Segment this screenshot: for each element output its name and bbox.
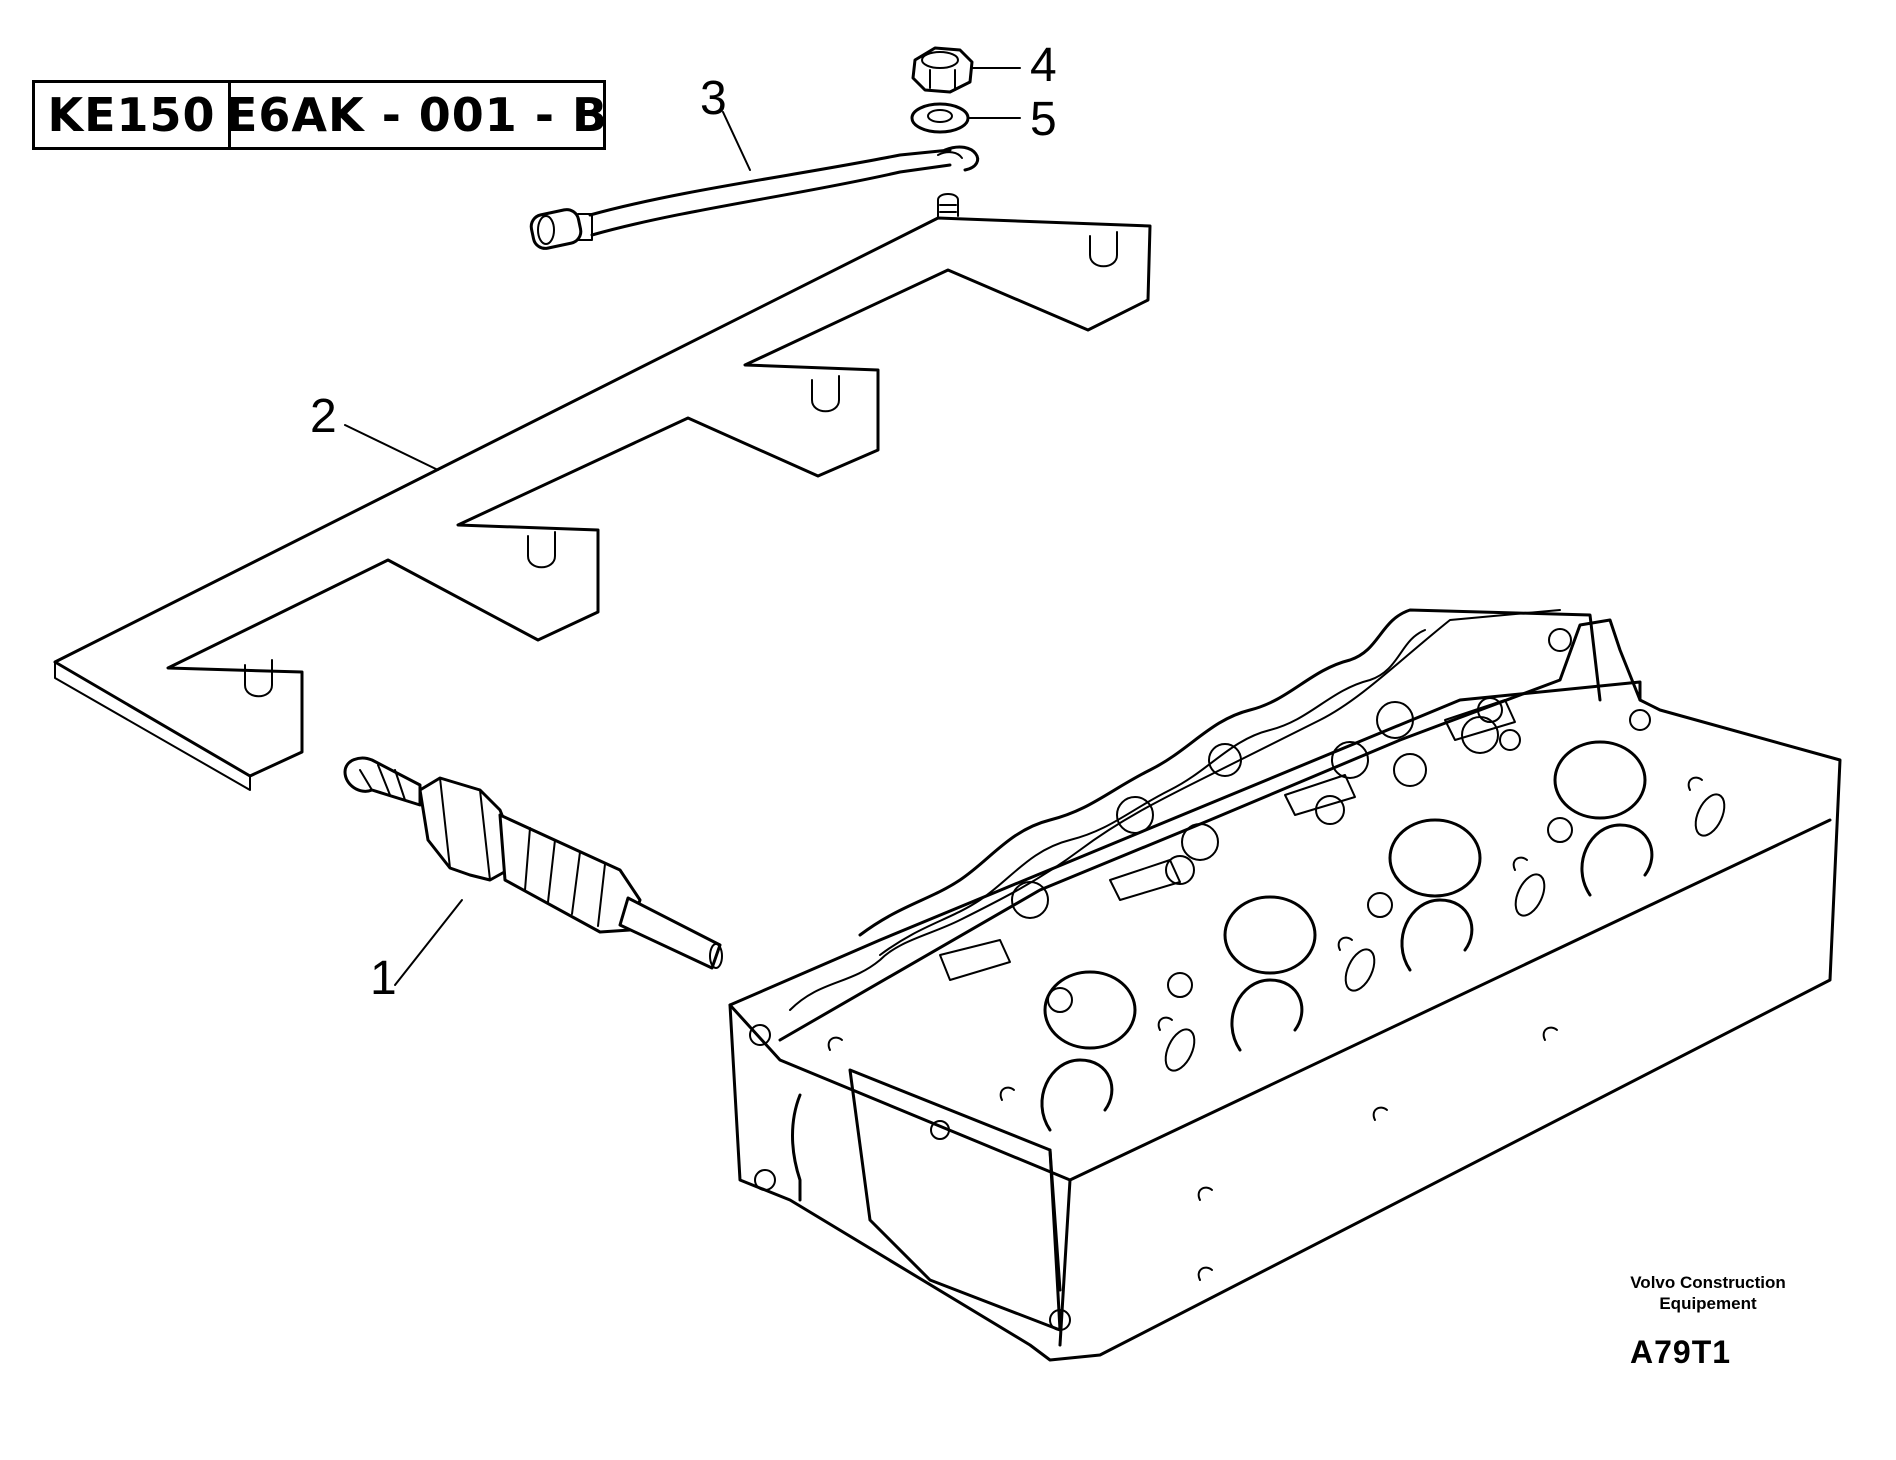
callout-1: 1 [370, 952, 397, 1005]
bus-bar-icon [53, 193, 1152, 791]
company-name-line2: Equipement [1659, 1294, 1757, 1314]
reference-header: KE150 E6AK - 001 - B [32, 80, 608, 150]
callout-4: 4 [1030, 39, 1057, 92]
washer-icon [910, 102, 970, 134]
group-code-label: E6AK - 001 - B [226, 88, 608, 142]
model-label: KE150 [35, 83, 231, 147]
cylinder-head-icon [728, 608, 1842, 1362]
company-name-line1: Volvo Construction [1630, 1273, 1786, 1292]
cable-icon [529, 145, 979, 250]
nut-icon [911, 46, 974, 94]
callout-5: 5 [1030, 93, 1057, 146]
callout-2: 2 [310, 390, 337, 443]
callout-3: 3 [700, 72, 727, 125]
leader-lines [344, 67, 1021, 986]
figure-id: A79T1 [1630, 1334, 1732, 1370]
company-footer: Volvo Construction Equipement [1588, 1272, 1828, 1315]
glow-plug-icon [343, 756, 723, 970]
